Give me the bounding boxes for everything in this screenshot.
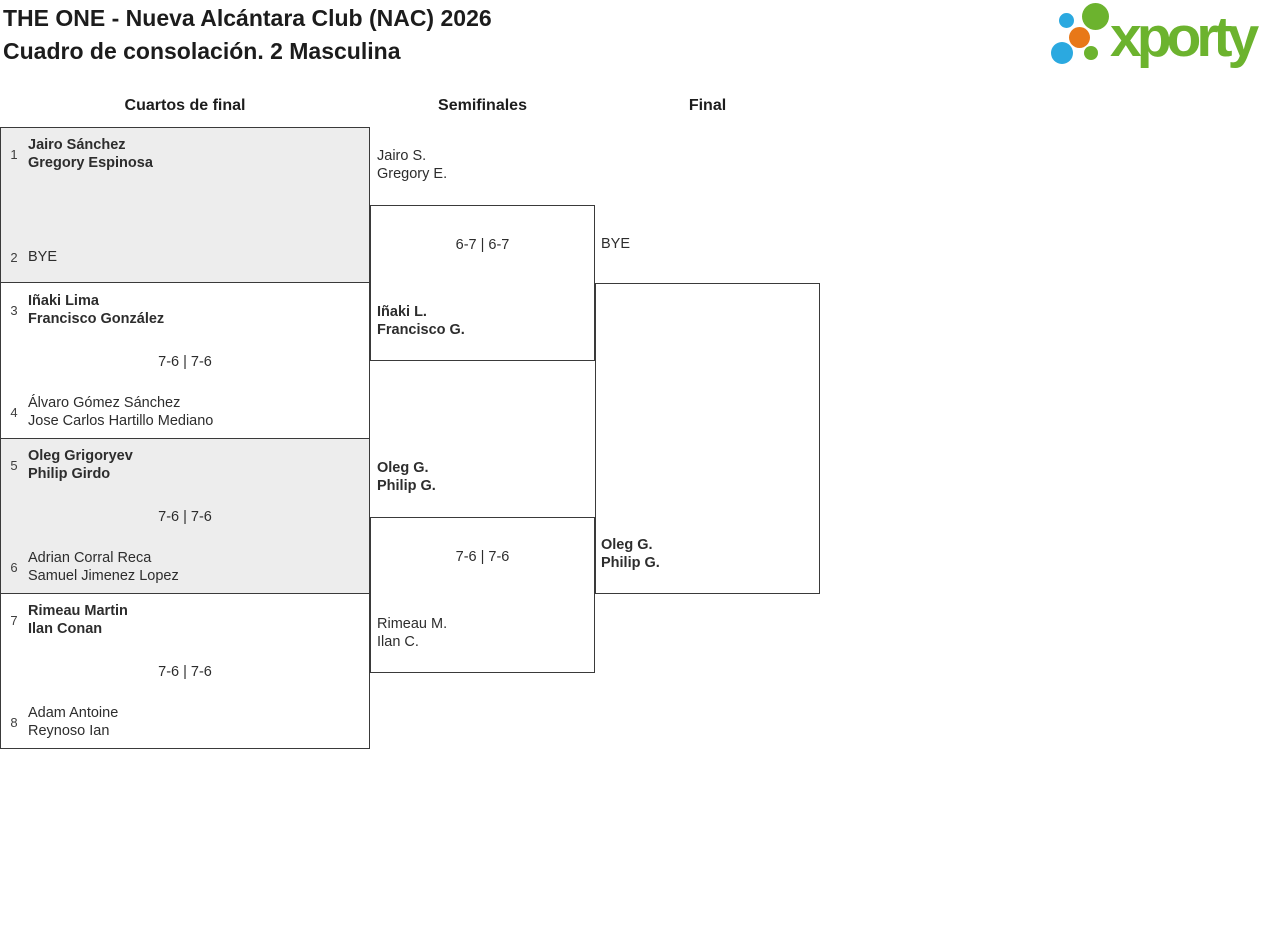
team-names: Oleg G. Philip G. [377,460,436,494]
entrant-row: 7 Rimeau Martin Ilan Conan [7,602,128,638]
entrant-row: 6 Adrian Corral Reca Samuel Jimenez Lope… [7,549,179,585]
entrant-row: 5 Oleg Grigoryev Philip Girdo [7,447,133,483]
quarterfinal-4-box [1,592,369,748]
match-score: 6-7 | 6-7 [455,237,510,253]
entrant-row: 1 Jairo Sánchez Gregory Espinosa [7,136,153,172]
team-names: Adam Antoine Reynoso Ian [28,705,119,739]
quarterfinal-2-box [1,282,369,437]
seed-number: 7 [10,612,18,628]
round-header-semifinals: Semifinales [438,97,527,114]
xporty-logo[interactable]: xporty [1050,3,1278,75]
logo-dot-orange-icon [1069,27,1090,48]
team-names: BYE [601,236,631,252]
seed-number: 2 [10,249,18,265]
team-names: Oleg G. Philip G. [601,537,660,571]
seed-number: 8 [10,714,18,730]
draw-subtitle: Cuadro de consolación. 2 Masculina [3,38,401,64]
entrant-row: 8 Adam Antoine Reynoso Ian [7,704,118,740]
team-names: BYE [28,249,58,265]
semifinal-1-box [370,205,595,361]
entrant-row: 4 Álvaro Gómez Sánchez Jose Carlos Harti… [7,394,213,430]
match-score: 7-6 | 7-6 [158,664,212,680]
team-names: Álvaro Gómez Sánchez Jose Carlos Hartill… [28,395,214,429]
logo-dot-blue-large-icon [1051,42,1073,64]
quarterfinals-column [0,127,370,749]
round-header-quarterfinals: Cuartos de final [124,97,246,114]
quarterfinal-3-box [1,437,369,593]
team-names: Rimeau M. Ilan C. [377,616,448,650]
logo-dot-blue-small-icon [1059,13,1074,28]
logo-dot-green-small-icon [1084,46,1098,60]
seed-number: 3 [10,302,18,318]
team-names: Rimeau Martin Ilan Conan [28,603,128,637]
team-names: Iñaki Lima Francisco González [28,293,165,327]
match-score: 7-6 | 7-6 [455,549,510,565]
page-title: THE ONE - Nueva Alcántara Club (NAC) 202… [3,2,492,68]
xporty-wordmark: xporty [1110,5,1259,69]
team-names: Jairo S. Gregory E. [377,148,448,182]
team-names: Iñaki L. Francisco G. [377,304,465,338]
logo-dot-green-large-icon [1082,3,1109,30]
match-score: 7-6 | 7-6 [158,354,212,370]
semifinal-2-box [370,517,595,673]
seed-number: 6 [10,559,18,575]
quarterfinal-1-box [1,128,369,283]
final-box [595,283,820,594]
team-names: Oleg Grigoryev Philip Girdo [28,448,133,482]
team-names: Jairo Sánchez Gregory Espinosa [28,137,153,171]
match-score: 7-6 | 7-6 [158,509,212,525]
entrant-row: 2 BYE [7,248,57,266]
seed-number: 1 [10,146,18,162]
seed-number: 5 [10,457,18,473]
round-header-final: Final [688,97,727,114]
seed-number: 4 [10,404,18,420]
entrant-row: 3 Iñaki Lima Francisco González [7,292,164,328]
team-names: Adrian Corral Reca Samuel Jimenez Lopez [28,550,179,584]
tournament-title: THE ONE - Nueva Alcántara Club (NAC) 202… [3,5,492,31]
